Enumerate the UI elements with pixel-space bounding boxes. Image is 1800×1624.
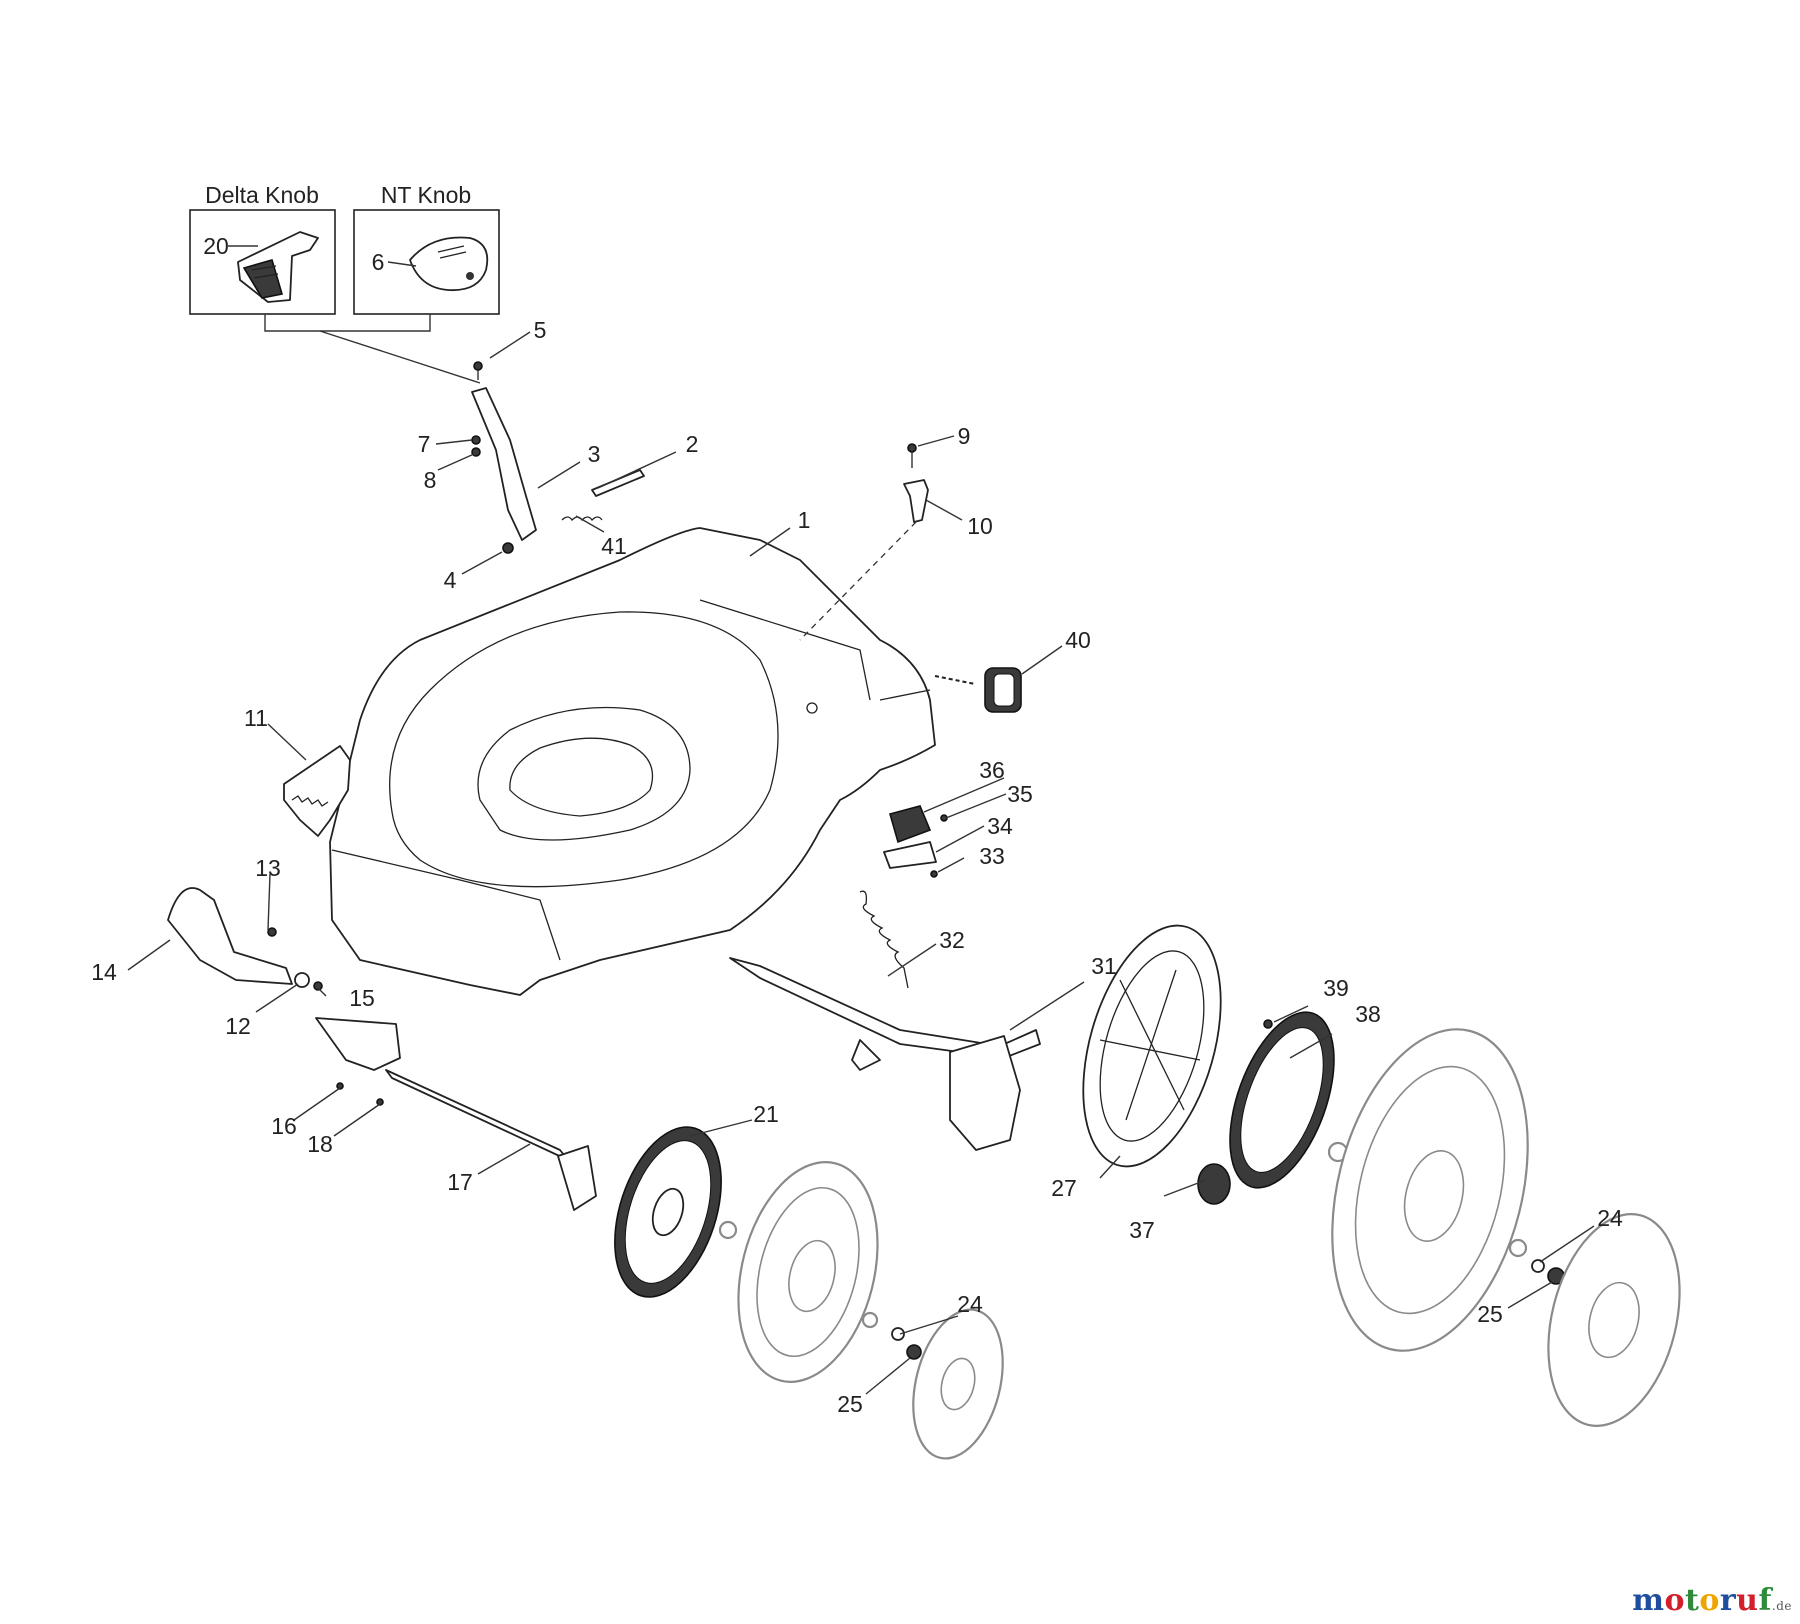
watermark-letter: t — [1684, 1583, 1700, 1618]
height-lever-group — [471, 361, 645, 554]
part-label-4: 4 — [444, 567, 457, 593]
rear-wheel — [1327, 1028, 1681, 1427]
part-label-37: 37 — [1129, 1217, 1155, 1243]
part-label-32: 32 — [939, 927, 965, 953]
leader-lines — [127, 245, 1595, 1395]
part-label-20: 20 — [203, 233, 229, 259]
part-label-8: 8 — [424, 467, 437, 493]
part-label-13: 13 — [255, 855, 281, 881]
part-label-3: 3 — [588, 441, 601, 467]
part-label-14: 14 — [91, 959, 117, 985]
watermark-letter: m — [1632, 1583, 1665, 1618]
spring-32 — [859, 890, 909, 989]
part-label-10: 10 — [967, 513, 993, 539]
nt-knob-icon — [409, 236, 489, 292]
watermark-domain: .de — [1771, 1599, 1792, 1613]
nt-knob-title: NT Knob — [381, 182, 471, 208]
gear-40 — [934, 667, 1022, 713]
part-label-40: 40 — [1065, 627, 1091, 653]
part-label-27: 27 — [1051, 1175, 1077, 1201]
watermark-letter: o — [1699, 1583, 1720, 1618]
part-label-7: 7 — [418, 431, 431, 457]
front-wheel — [718, 1161, 1004, 1460]
part-label-39: 39 — [1323, 975, 1349, 1001]
mower-deck — [329, 527, 936, 996]
part-label-5: 5 — [534, 317, 547, 343]
gear-ring-21 — [614, 1126, 722, 1298]
knob-options: Delta Knob NT Knob — [189, 182, 500, 384]
part-label-21: 21 — [753, 1101, 779, 1127]
delta-knob-title: Delta Knob — [205, 182, 319, 208]
screw-39 — [1263, 1019, 1273, 1029]
pin-assembly — [799, 443, 929, 641]
delta-knob-box — [189, 209, 336, 315]
part-label-9: 9 — [958, 423, 971, 449]
part-label-11: 11 — [244, 705, 268, 731]
watermark-letter: r — [1719, 1583, 1737, 1618]
rear-axle-group — [729, 957, 1041, 1151]
part-label-24-front: 24 — [957, 1291, 983, 1317]
part-label-25-rear: 25 — [1477, 1301, 1503, 1327]
part-label-35: 35 — [1007, 781, 1033, 807]
delta-knob-icon — [237, 231, 319, 303]
rear-hub-27 — [1082, 924, 1222, 1168]
part-number-labels: 20 6 5 7 8 3 2 41 4 9 10 1 40 11 36 35 3… — [91, 233, 1623, 1417]
watermark-letter: o — [1664, 1583, 1685, 1618]
part-label-1: 1 — [798, 507, 811, 533]
gear-ring-38 — [1229, 1011, 1335, 1189]
part-label-38: 38 — [1355, 1001, 1381, 1027]
clip-33-36 — [883, 805, 948, 878]
front-axle-group — [167, 887, 597, 1211]
part-label-34: 34 — [987, 813, 1013, 839]
part-label-33: 33 — [979, 843, 1005, 869]
part-label-6: 6 — [372, 249, 385, 275]
part-label-24-rear: 24 — [1597, 1205, 1623, 1231]
part-label-36: 36 — [979, 757, 1005, 783]
pinion-37 — [1197, 1163, 1231, 1205]
part-label-2: 2 — [686, 431, 699, 457]
motoruf-watermark: motoruf.de — [1632, 1583, 1792, 1618]
part-label-31: 31 — [1091, 953, 1117, 979]
part-label-15: 15 — [349, 985, 375, 1011]
part-label-17: 17 — [447, 1169, 473, 1195]
watermark-letter: f — [1758, 1583, 1772, 1618]
part-label-41: 41 — [601, 533, 627, 559]
bracket-11 — [283, 745, 351, 837]
part-label-16: 16 — [271, 1113, 297, 1139]
knob-box-connector — [264, 314, 431, 332]
part-label-12: 12 — [225, 1013, 251, 1039]
part-label-25-front: 25 — [837, 1391, 863, 1417]
nt-knob-box — [353, 209, 500, 315]
watermark-letter: u — [1736, 1583, 1759, 1618]
part-label-18: 18 — [307, 1131, 333, 1157]
